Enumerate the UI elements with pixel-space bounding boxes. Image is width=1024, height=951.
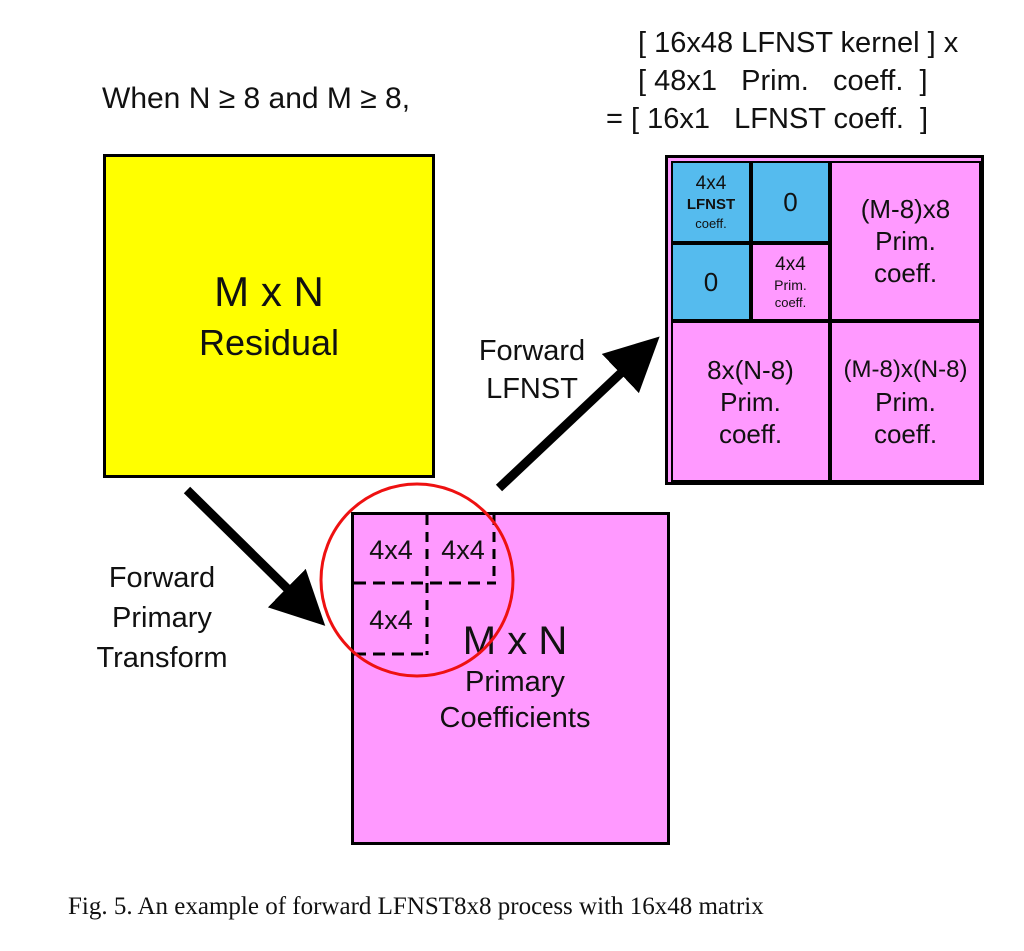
prim-4x4-line-3: coeff. xyxy=(774,294,807,310)
lfnst-coeff-cell: 4x4 LFNST coeff. xyxy=(671,161,751,243)
forward-lfnst-line-2: LFNST xyxy=(486,373,578,405)
bottom-right-line-2: Prim. xyxy=(875,386,936,417)
primary-coefficients-block xyxy=(351,512,670,845)
bottom-right-region: (M-8)x(N-8) Prim. coeff. xyxy=(830,321,981,482)
primary-label: M x N Primary Coefficients xyxy=(420,618,610,736)
forward-lfnst-arrow xyxy=(495,336,660,492)
top-right-region: (M-8)x8 Prim. coeff. xyxy=(830,161,981,321)
top-right-line-2: Prim. xyxy=(875,226,936,256)
forward-primary-line-2: Primary xyxy=(112,602,212,634)
forward-primary-arrow xyxy=(183,486,326,626)
primary-cell-top-left: 4x4 xyxy=(369,534,413,565)
equation-line-3: = [ 16x1 LFNST coeff. ] xyxy=(606,103,929,135)
primary-subtitle-2: Coefficients xyxy=(439,702,591,734)
forward-primary-line-3: Transform xyxy=(96,642,228,674)
prim-4x4-line-1: 4x4 xyxy=(775,253,806,275)
condition-text: When N ≥ 8 and M ≥ 8, xyxy=(102,82,411,115)
zero-cell-left: 0 xyxy=(671,243,751,321)
bottom-left-line-3: coeff. xyxy=(718,418,783,449)
forward-lfnst-label: Forward LFNST xyxy=(458,332,606,408)
bottom-right-line-3: coeff. xyxy=(873,418,938,449)
top-right-line-1: (M-8)x8 xyxy=(860,194,951,224)
forward-primary-line-1: Forward xyxy=(108,562,216,594)
figure-caption: Fig. 5. An example of forward LFNST8x8 p… xyxy=(68,893,764,920)
primary-cell-bottom-left: 4x4 xyxy=(369,604,413,635)
residual-title: M x N xyxy=(214,268,324,315)
prim-4x4-cell: 4x4 Prim. coeff. xyxy=(751,243,830,321)
equation-line-2: [ 48x1 Prim. coeff. ] xyxy=(638,65,928,97)
lfnst-cell-line-1: 4x4 xyxy=(695,172,727,194)
bottom-left-line-1: 8x(N-8) xyxy=(707,354,794,385)
forward-lfnst-line-1: Forward xyxy=(478,335,586,367)
residual-label: M x N Residual xyxy=(103,154,435,478)
lfnst-cell-line-3: coeff. xyxy=(695,215,727,231)
top-right-line-3: coeff. xyxy=(873,258,938,288)
equation-line-1: [ 16x48 LFNST kernel ] x xyxy=(638,27,959,59)
prim-4x4-line-2: Prim. xyxy=(774,276,807,293)
highlight-circle xyxy=(319,482,515,678)
primary-title: M x N xyxy=(462,619,568,663)
equation: [ 16x48 LFNST kernel ] x [ 48x1 Prim. co… xyxy=(600,24,958,138)
bottom-left-region: 8x(N-8) Prim. coeff. xyxy=(671,321,830,482)
primary-cell-top-right: 4x4 xyxy=(441,534,485,565)
primary-subtitle-1: Primary xyxy=(465,666,565,698)
lfnst-output-grid: 4x4 LFNST coeff. 0 0 4x4 Prim. coeff. (M… xyxy=(665,155,984,485)
residual-block xyxy=(103,154,435,478)
lfnst-cell-line-2: LFNST xyxy=(686,195,736,213)
zero-cell-top: 0 xyxy=(751,161,830,243)
bottom-left-line-2: Prim. xyxy=(720,386,781,417)
forward-primary-transform-label: Forward Primary Transform xyxy=(82,558,242,678)
residual-subtitle: Residual xyxy=(198,322,340,363)
bottom-right-line-1: (M-8)x(N-8) xyxy=(843,355,968,383)
